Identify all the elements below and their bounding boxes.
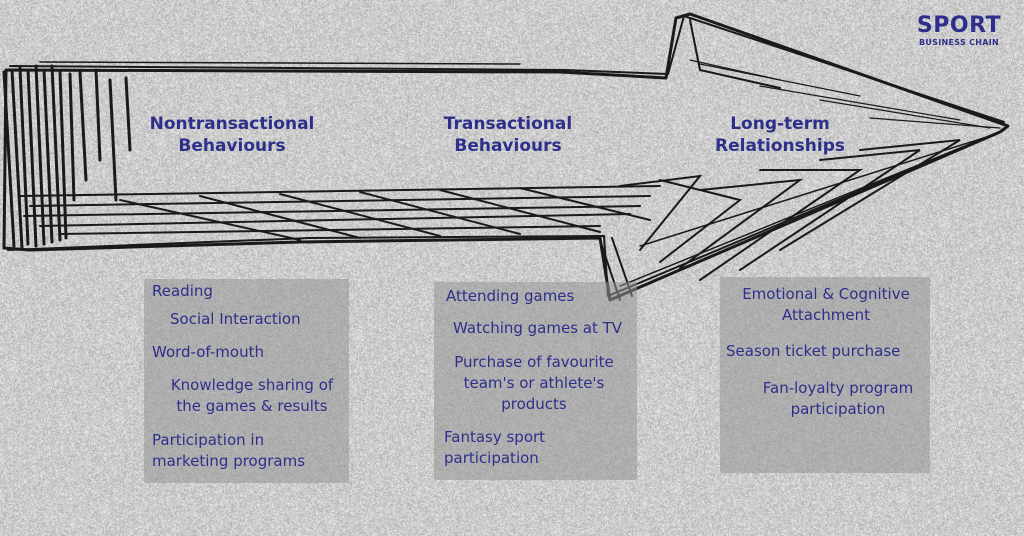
list-item-season-ticket: Season ticket purchase xyxy=(726,342,901,360)
sport-business-chain-logo: SPORT BUSINESS CHAIN xyxy=(906,14,1012,48)
stage-title-transactional: Transactional Behaviours xyxy=(428,113,588,157)
list-item-line: Purchase of favourite xyxy=(454,353,614,371)
list-item-line: participation xyxy=(444,449,539,467)
list-item-line: participation xyxy=(790,400,886,418)
stage-title-line: Behaviours xyxy=(178,136,286,156)
stage-title-longterm: Long-term Relationships xyxy=(700,113,860,157)
logo-main-text: SPORT xyxy=(916,13,1002,38)
list-item-reading: Reading xyxy=(152,282,213,300)
list-item-line: Emotional & Cognitive xyxy=(742,285,910,303)
stage-title-line: Long-term xyxy=(730,114,830,134)
stage-title-nontransactional: Nontransactional Behaviours xyxy=(142,113,322,157)
stage-title-line: Relationships xyxy=(715,136,845,156)
list-item-line: team's or athlete's xyxy=(463,374,605,392)
list-item-line: marketing programs xyxy=(152,452,306,470)
list-item-line: Participation in xyxy=(152,431,265,449)
list-item-line: the games & results xyxy=(176,397,328,415)
logo-sub-text: BUSINESS CHAIN xyxy=(918,38,1000,47)
list-item-knowledge-sharing: Knowledge sharing of the games & results xyxy=(162,375,342,417)
list-item-fantasy: Fantasy sport participation xyxy=(444,427,545,469)
list-item-line: Fan-loyalty program xyxy=(762,379,914,397)
list-item-attending: Attending games xyxy=(446,287,575,305)
transactional-box xyxy=(434,282,637,480)
list-item-purchase: Purchase of favourite team's or athlete'… xyxy=(440,352,628,415)
stage-title-line: Transactional xyxy=(443,114,573,134)
list-item-fan-loyalty: Fan-loyalty program participation xyxy=(740,378,936,420)
list-item-watching: Watching games at TV xyxy=(453,319,623,337)
stage-title-line: Nontransactional xyxy=(149,114,315,134)
list-item-line: Knowledge sharing of xyxy=(170,376,334,394)
list-item-line: products xyxy=(501,395,567,413)
nontransactional-box xyxy=(144,279,349,483)
list-item-social-interaction: Social Interaction xyxy=(170,310,301,328)
stage-title-line: Behaviours xyxy=(454,136,562,156)
list-item-participation: Participation in marketing programs xyxy=(152,430,305,472)
list-item-line: Fantasy sport xyxy=(444,428,546,446)
longterm-box xyxy=(720,277,930,473)
list-item-attachment: Emotional & Cognitive Attachment xyxy=(728,284,924,326)
list-item-word-of-mouth: Word-of-mouth xyxy=(152,343,264,361)
list-item-line: Attachment xyxy=(782,306,870,324)
